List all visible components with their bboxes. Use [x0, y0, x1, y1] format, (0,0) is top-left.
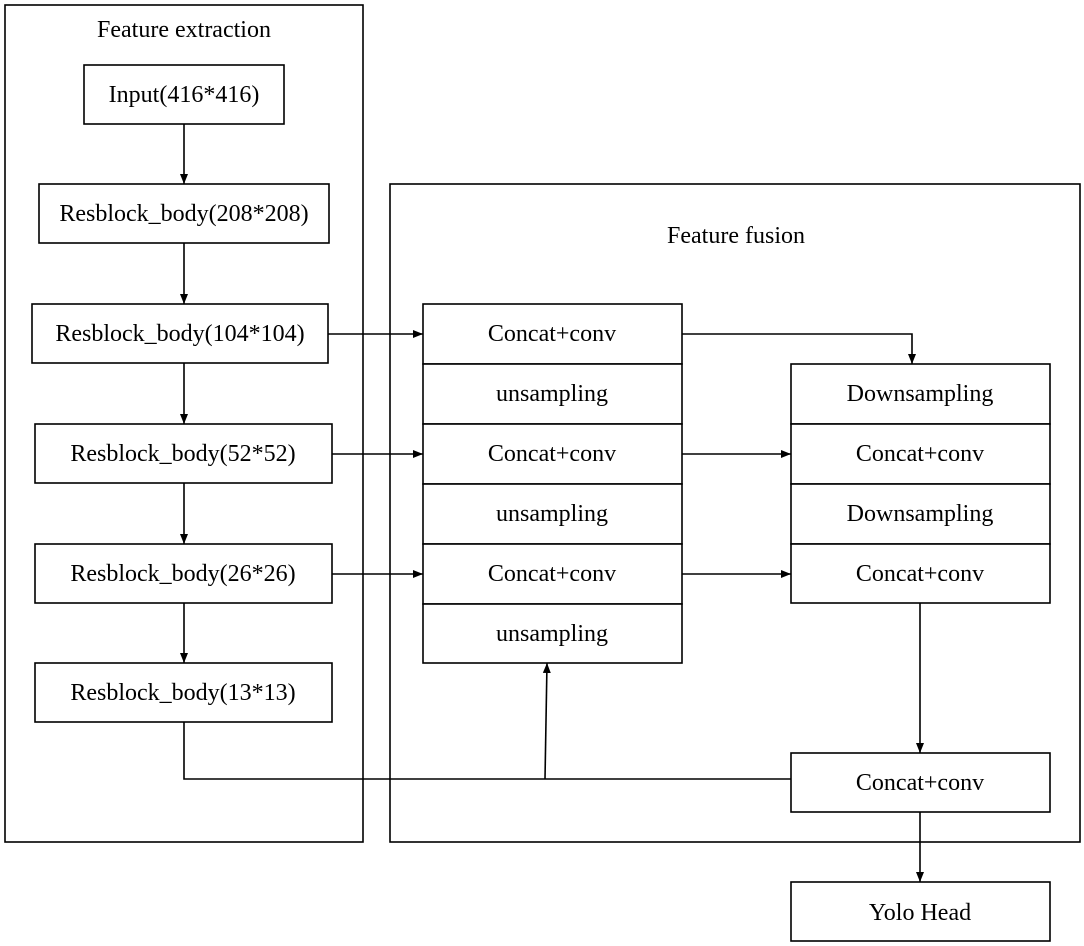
left-stack-label: unsampling: [496, 501, 608, 527]
left-stack-label: Concat+conv: [488, 441, 616, 467]
right-stack-cell: [790, 483, 1051, 545]
feature-fusion-title: Feature fusion: [667, 223, 805, 249]
feature-extraction-panel: [4, 4, 364, 843]
left-stack-label: Concat+conv: [488, 321, 616, 347]
resblock-label: Resblock_body(13*13): [70, 680, 295, 706]
bottom-concat-block: Concat+conv: [790, 752, 1051, 813]
resblock-52: Resblock_body(52*52): [34, 423, 333, 484]
arrow-concat-to-downsampling: [682, 333, 916, 364]
fusion-left-stack: Concat+conv unsampling Concat+conv unsam…: [422, 303, 683, 664]
resblock-label: Resblock_body(26*26): [70, 561, 295, 587]
left-stack-label: unsampling: [496, 381, 608, 407]
left-stack-label: unsampling: [496, 621, 608, 647]
resblock-13: Resblock_body(13*13): [34, 662, 333, 723]
resblock-label: Resblock_body(208*208): [59, 201, 308, 227]
right-stack-label: Concat+conv: [856, 441, 984, 467]
resblock-26: Resblock_body(26*26): [34, 543, 333, 604]
right-stack-label: Downsampling: [847, 381, 994, 407]
left-stack-label: Concat+conv: [488, 561, 616, 587]
arrow-up-to-unsampling: [542, 662, 551, 780]
input-block: Input(416*416): [83, 64, 285, 125]
input-label: Input(416*416): [109, 82, 260, 108]
resblock-label: Resblock_body(52*52): [70, 441, 295, 467]
resblock-208: Resblock_body(208*208): [38, 183, 330, 244]
yolo-head-block: Yolo Head: [790, 881, 1051, 942]
connector-resblock13-to-bottom: [183, 722, 791, 780]
resblock-104: Resblock_body(104*104): [31, 303, 329, 364]
right-stack-cell: [790, 543, 1051, 604]
resblock-label: Resblock_body(104*104): [55, 321, 304, 347]
bottom-concat-label: Concat+conv: [856, 770, 984, 796]
left-stack-cell: [422, 303, 683, 365]
right-stack-label: Downsampling: [847, 501, 994, 527]
yolo-head-label: Yolo Head: [869, 900, 971, 926]
feature-extraction-title: Feature extraction: [97, 17, 271, 43]
left-stack-cell: [422, 363, 683, 425]
right-stack-label: Concat+conv: [856, 561, 984, 587]
right-stack-cell: [790, 363, 1051, 425]
fusion-right-stack: Downsampling Concat+conv Downsampling Co…: [790, 363, 1051, 604]
right-stack-cell: [790, 423, 1051, 485]
feature-fusion-panel: [389, 183, 1081, 843]
left-stack-cell: [422, 603, 683, 664]
